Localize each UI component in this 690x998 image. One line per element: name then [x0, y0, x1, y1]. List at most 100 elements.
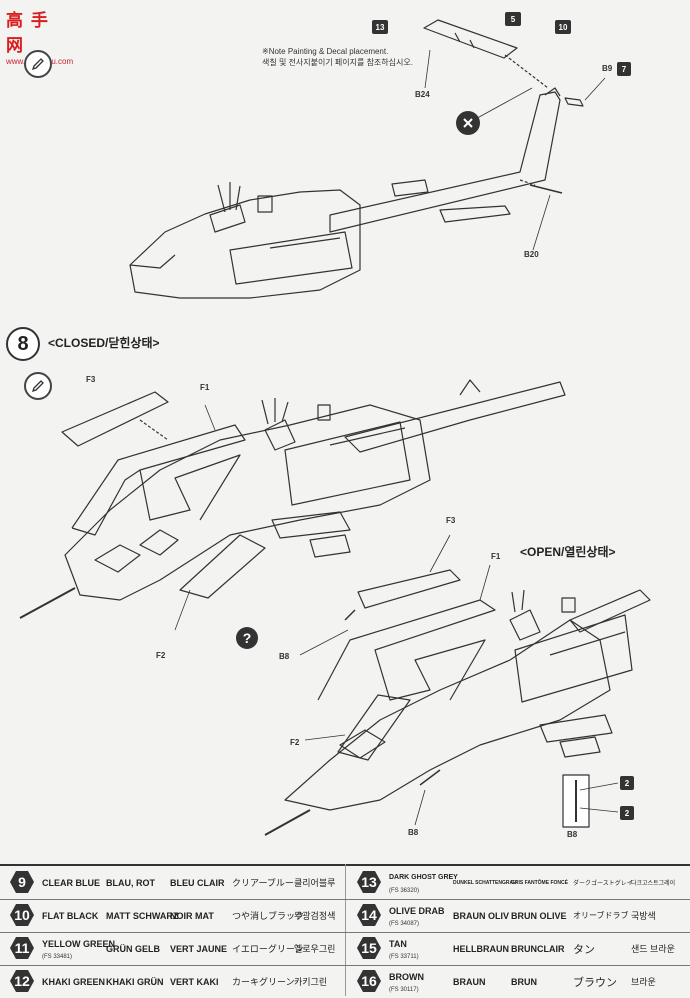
- table-row: 13 DARK GHOST GREY (FS 36320) DUNKEL SCH…: [345, 866, 690, 899]
- b8-detail: [562, 774, 619, 828]
- paint-de: BRAUN OLIV: [453, 910, 509, 921]
- label-b8-b: B8: [408, 828, 419, 837]
- paint-kr: 무광검정색: [294, 911, 336, 921]
- closed-tail-boom: [344, 381, 566, 453]
- label-b24: B24: [415, 90, 430, 99]
- paint-kr: 옐로우그린: [294, 944, 336, 954]
- paint-fr: BRUN OLIVE: [511, 910, 567, 921]
- closed-antenna-3: [281, 401, 289, 423]
- top-mast-sensor: [257, 195, 273, 213]
- paint-number-badge: 11: [10, 937, 34, 959]
- top-rotor-hub: [209, 204, 246, 233]
- paint-jp: カーキグリーン: [232, 977, 295, 987]
- pencil-icon: [24, 372, 52, 400]
- paint-number-badge: 9: [10, 871, 34, 893]
- open-cockpit-seat: [339, 729, 386, 759]
- open-rotor-hub: [509, 609, 541, 641]
- paint-de: BRAUN: [453, 976, 486, 987]
- table-divider: [345, 864, 346, 996]
- f3-closed-part: [61, 391, 169, 447]
- table-row: 15 TAN (FS 33711) HELLBRAUN BRUNCLAIR タン…: [345, 932, 690, 965]
- open-gun: [264, 809, 311, 836]
- open-engine-pod: [514, 614, 633, 703]
- painting-note: ※Note Painting & Decal placement. 색칠 및 전…: [262, 46, 442, 68]
- no-glue-glyph: [463, 118, 473, 128]
- callout-7: 7: [617, 62, 631, 76]
- tail-boom: [329, 91, 561, 233]
- paint-fs-code: (FS 30117): [389, 987, 419, 993]
- f3-open-leader: [429, 534, 451, 573]
- question-icon: ?: [236, 627, 258, 649]
- stabilizer: [439, 205, 511, 223]
- b24-guide: [504, 54, 549, 89]
- open-view-title: <OPEN/열린상태>: [520, 545, 616, 559]
- table-row: 9 CLEAR BLUE BLAU, ROT BLEU CLAIR クリアーブル…: [0, 866, 690, 900]
- paint-fr: VERT KAKI: [170, 976, 219, 987]
- callout-2-b: 2: [620, 806, 634, 820]
- paint-fs-code: (FS 33481): [42, 954, 73, 960]
- label-f1-closed: F1: [200, 383, 210, 392]
- b8-detail-leader-2: [579, 807, 619, 813]
- paint-de: MATT SCHWARZ: [106, 910, 179, 921]
- b9-part: [564, 97, 584, 107]
- callout-2-a: 2: [620, 776, 634, 790]
- paint-number-badge: 14: [357, 904, 381, 926]
- painting-note-en: ※Note Painting & Decal placement.: [262, 47, 389, 56]
- label-f3-open: F3: [446, 516, 456, 525]
- b8-open-leader-1: [299, 629, 349, 656]
- f1-open-part: [317, 599, 496, 701]
- paint-kr: 샌드 브라운: [631, 944, 675, 954]
- paint-fr: BLEU CLAIR: [170, 877, 225, 888]
- top-antenna-3: [235, 185, 241, 211]
- table-row: 10 FLAT BLACK MATT SCHWARZ NOIR MAT つや消し…: [0, 899, 690, 933]
- paint-fr: GRIS FANTÔME FONCÉ: [511, 879, 568, 886]
- table-row: 14 OLIVE DRAB (FS 34087) BRAUN OLIV BRUN…: [345, 899, 690, 932]
- closed-view-title: <CLOSED/닫힌상태>: [48, 336, 160, 350]
- b24-detail: [454, 32, 475, 49]
- paint-fr: VERT JAUNE: [170, 943, 228, 954]
- b8-detail-leader-1: [579, 782, 619, 791]
- closed-rocket-pod: [309, 534, 351, 558]
- closed-rotor-hub: [264, 419, 296, 451]
- tail-fin-top: [544, 87, 561, 97]
- paint-en: CLEAR BLUE: [42, 877, 100, 888]
- open-tail-boom: [569, 589, 651, 633]
- f3-closed-guide: [139, 419, 169, 441]
- paint-de: HELLBRAUN: [453, 943, 509, 954]
- paint-kr: 카키그린: [294, 977, 328, 987]
- b24-part: [423, 19, 518, 59]
- b20-guide: [519, 179, 536, 186]
- open-engine-line: [549, 631, 626, 656]
- paint-jp: タン: [573, 943, 595, 956]
- paint-number-badge: 12: [10, 970, 34, 992]
- table-row: 16 BROWN (FS 30117) BRAUN BRUN ブラウン 브라운: [345, 965, 690, 996]
- exhaust: [391, 179, 429, 197]
- paint-jp: オリーブドラブ: [573, 911, 629, 920]
- f2-closed-leader: [174, 589, 191, 631]
- paint-en: OLIVE DRAB: [389, 905, 445, 916]
- top-nose: [129, 254, 176, 269]
- top-antenna-1: [217, 184, 226, 213]
- pencil-icon: [24, 50, 52, 78]
- top-fuselage: [129, 189, 361, 299]
- painting-note-kr: 색칠 및 전사지붙이기 페이지를 참조하십시오.: [262, 58, 413, 67]
- f2-closed-part: [179, 534, 266, 599]
- label-f3-closed: F3: [86, 375, 96, 384]
- closed-gun: [19, 587, 76, 619]
- watermark-logo: 高 手 网: [6, 11, 49, 56]
- closed-engine-pod: [284, 421, 411, 506]
- callout-5: 5: [505, 12, 521, 26]
- assembly-drawing: [19, 19, 651, 836]
- label-b8-c: B8: [567, 830, 578, 839]
- paint-fr: BRUNCLAIR: [511, 943, 565, 954]
- open-rocket-pod: [559, 736, 601, 758]
- f1-closed-frame: [71, 469, 141, 536]
- paint-jp: ダークゴーストグレイ: [573, 881, 633, 887]
- open-fuselage: [284, 619, 611, 811]
- paint-fs-code: (FS 36320): [389, 888, 420, 894]
- b20-leader: [532, 194, 551, 251]
- paint-jp: ブラウン: [573, 976, 617, 989]
- open-mast-sensor: [561, 597, 576, 613]
- closed-cockpit-seat-front: [94, 544, 141, 573]
- top-engine-pod: [229, 231, 353, 285]
